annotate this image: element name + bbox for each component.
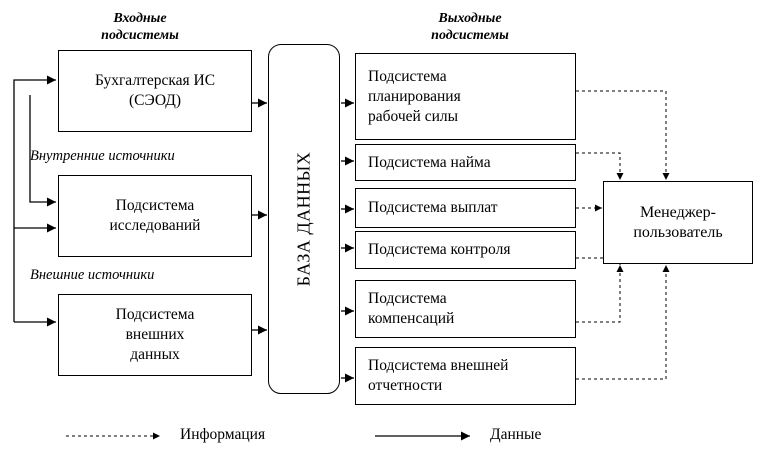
internal-loop-line xyxy=(29,95,56,207)
payments-subsystem-box: Подсистема выплат xyxy=(355,188,576,228)
manager-user-box: Менеджер-пользователь xyxy=(603,181,753,264)
legend-information-label: Информация xyxy=(180,426,266,443)
legend-data-label: Данные xyxy=(490,426,542,443)
database-box: БАЗА ДАННЫХ xyxy=(268,44,340,394)
internal-sources-label: Внутренние источники xyxy=(30,148,175,164)
hiring-to-manager-line xyxy=(576,152,624,180)
reporting-to-manager-line xyxy=(576,265,670,380)
accounting-is-box: Бухгалтерская ИС(СЭОД) xyxy=(58,50,252,132)
compensation-to-manager-line xyxy=(576,265,624,323)
planning-to-manager-line xyxy=(576,90,670,180)
database-label: БАЗА ДАННЫХ xyxy=(293,151,314,287)
feedback-bus-line xyxy=(13,75,56,322)
control-subsystem-box: Подсистема контроля xyxy=(355,231,576,269)
hiring-subsystem-box: Подсистема найма xyxy=(355,144,576,181)
external-sources-label: Внешние источники xyxy=(30,267,155,283)
